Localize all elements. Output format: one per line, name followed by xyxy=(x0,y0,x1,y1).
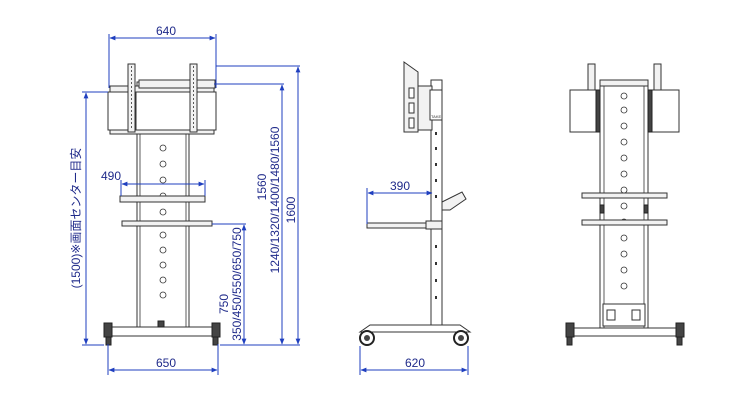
dim-mount-heights-label: 1240/1320/1400/1480/1560 xyxy=(268,126,282,273)
side-view: TAKE xyxy=(358,61,472,346)
dim-620-label: 620 xyxy=(405,356,425,370)
side-mount-clamp xyxy=(429,89,443,121)
rear-shelf xyxy=(581,219,668,226)
dim-640-label: 640 xyxy=(156,24,176,38)
side-shelf xyxy=(366,222,435,229)
dim-1500-label: (1500)※画面センター目安 xyxy=(68,148,83,289)
front-caster-left xyxy=(105,336,112,346)
side-slot-2 xyxy=(408,102,415,114)
dim-mount-top-label: 1560 xyxy=(255,173,269,200)
front-mount-plate xyxy=(135,91,191,131)
side-dimensions: 390 620 xyxy=(359,179,469,375)
front-mount-top-bar xyxy=(138,79,216,89)
rear-base xyxy=(572,327,678,337)
side-column-holes xyxy=(435,132,437,299)
rear-caster-right-top xyxy=(675,322,685,338)
dim-650-label: 650 xyxy=(156,356,176,370)
front-shelf xyxy=(121,220,213,227)
dim-shelf-top-label: 750 xyxy=(217,294,231,314)
dim-1600-label: 1600 xyxy=(284,196,298,223)
front-base xyxy=(111,326,215,337)
dim-390-label: 390 xyxy=(390,179,410,193)
rear-bracket-left-edge xyxy=(595,89,601,133)
side-caster-back-hub xyxy=(458,335,464,341)
dim-shelf-heights-label: 350/450/550/650/750 xyxy=(230,227,244,341)
rear-caster-left xyxy=(566,336,573,346)
rear-view xyxy=(565,63,685,346)
front-caster-right xyxy=(212,336,219,346)
rear-clip-right xyxy=(643,204,649,214)
side-plate-label: TAKE xyxy=(431,114,441,119)
side-slot-1 xyxy=(408,87,415,99)
rear-bracket-right xyxy=(650,89,680,133)
rear-outlet-left xyxy=(606,309,616,321)
rear-clip-left xyxy=(599,204,605,214)
side-caster-front-hub xyxy=(364,335,370,341)
front-lock-block xyxy=(157,320,165,328)
rear-top-cap xyxy=(599,79,649,87)
front-view xyxy=(103,63,221,346)
front-caster-left-top xyxy=(103,322,113,338)
front-accessory-bar xyxy=(119,195,206,203)
rear-column xyxy=(599,79,649,329)
rear-bracket-right-edge xyxy=(647,89,653,133)
rear-bracket-left xyxy=(569,89,599,133)
front-mount-right-arm xyxy=(195,91,217,131)
rear-caster-left-top xyxy=(565,322,575,338)
rear-caster-right xyxy=(676,336,683,346)
rear-outlet-right xyxy=(631,309,641,321)
side-accessory-arm xyxy=(441,191,467,211)
front-caster-right-top xyxy=(211,322,221,338)
dim-490-label: 490 xyxy=(101,169,121,183)
front-dimensions: 640 490 650 (1500)※画面センター目安 350/450/550/… xyxy=(68,24,301,375)
side-shelf-bracket xyxy=(425,220,443,230)
rear-accessory-bar xyxy=(581,192,668,199)
side-slot-3 xyxy=(408,117,415,129)
front-mount-left-arm xyxy=(107,91,129,131)
side-base xyxy=(358,324,472,333)
